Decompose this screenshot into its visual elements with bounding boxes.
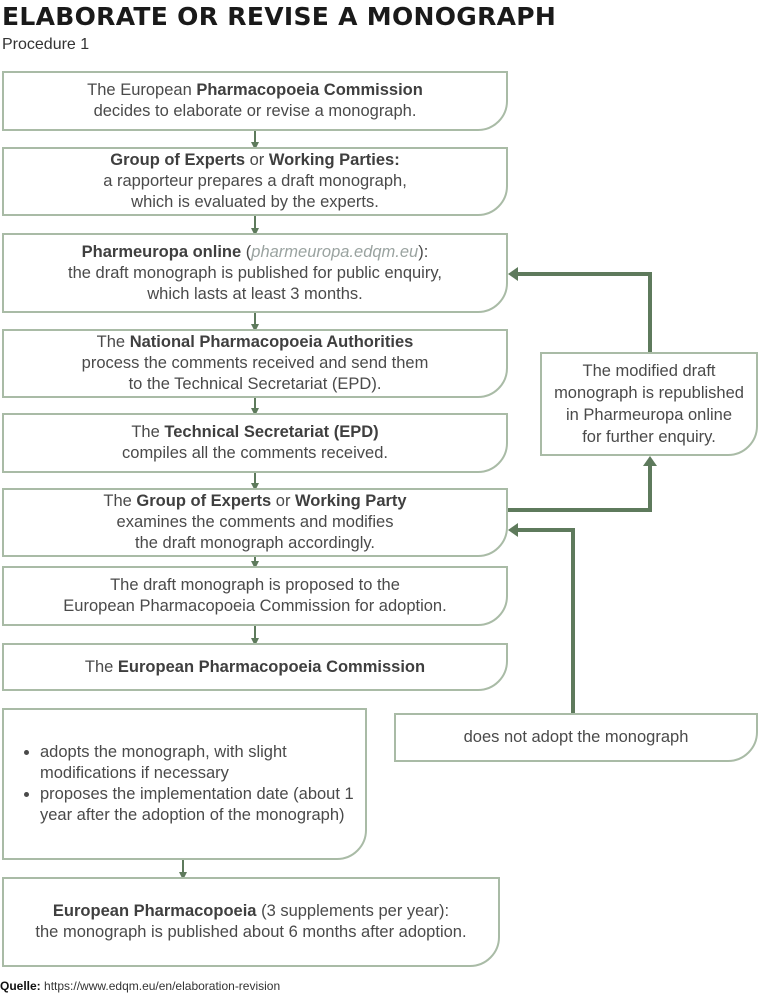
s2-bold1: Group of Experts: [110, 151, 246, 169]
s1-line2: decides to elaborate or revise a monogra…: [93, 102, 417, 120]
s5-line2: compiles all the comments received.: [122, 444, 388, 462]
s6-line2: examines the comments and modifies: [116, 513, 394, 531]
side-republished-line4: for further enquiry.: [582, 428, 716, 446]
step-experts-examine: The Group of Experts or Working Party ex…: [2, 488, 508, 557]
s7-line2: European Pharmacopoeia Commission for ad…: [63, 597, 447, 615]
s7-line1: The draft monograph is proposed to the: [110, 576, 400, 594]
adopt-bullet-2: proposes the implementation date (about …: [40, 784, 365, 826]
s5-pre: The: [131, 423, 165, 441]
step-commission-decides: The European Pharmacopoeia Commission de…: [2, 71, 508, 131]
footer-label: Quelle:: [0, 979, 41, 993]
step-proposed-for-adoption: The draft monograph is proposed to the E…: [2, 566, 508, 626]
s6-bold1: Group of Experts: [136, 492, 272, 510]
step-pharmeuropa-online: Pharmeuropa online (pharmeuropa.edqm.eu)…: [2, 233, 508, 313]
side-republished-line3: in Pharmeuropa online: [565, 406, 733, 424]
step-european-pharmacopoeia: European Pharmacopoeia (3 supplements pe…: [2, 877, 500, 967]
arrowhead-s3: [508, 267, 518, 281]
step-group-of-experts: Group of Experts or Working Parties: a r…: [2, 147, 508, 216]
s6-pre: The: [103, 492, 137, 510]
arrow-republish-to-s3: [516, 272, 652, 352]
s2-mid: or: [245, 151, 269, 169]
s8-bold: European Pharmacopoeia Commission: [117, 657, 426, 676]
s1-pre: The European: [87, 81, 197, 99]
s6-line3: the draft monograph accordingly.: [135, 534, 375, 552]
step-commission: The European Pharmacopoeia Commission: [2, 643, 508, 691]
s2-line3: which is evaluated by the experts.: [131, 193, 379, 211]
s4-line2: process the comments received and send t…: [81, 354, 429, 372]
s4-pre: The: [96, 333, 130, 351]
side-republished-line2: monograph is republished: [554, 384, 744, 402]
s3-line3: which lasts at least 3 months.: [147, 284, 363, 303]
s4-line3: to the Technical Secretariat (EPD).: [128, 375, 382, 393]
s8-pre: The: [84, 657, 118, 676]
footer-url[interactable]: https://www.edqm.eu/en/elaboration-revis…: [44, 979, 281, 993]
step-adopts: adopts the monograph, with slight modifi…: [2, 708, 367, 860]
s6-bold2: Working Party: [295, 492, 407, 510]
s2-bold2: Working Parties:: [268, 151, 400, 169]
s1-bold: Pharmacopoeia Commission: [196, 81, 423, 99]
side-republished: The modified draft monograph is republis…: [540, 352, 758, 456]
s3-bold: Pharmeuropa online: [81, 242, 242, 261]
step-national-authorities: The National Pharmacopoeia Authorities p…: [2, 329, 508, 398]
arrow-s6-to-republish: [508, 464, 652, 512]
side-republished-line1: The modified draft: [582, 362, 716, 380]
arrowhead-republish: [643, 456, 657, 466]
adopt-bullet-1: adopts the monograph, with slight modifi…: [40, 742, 365, 784]
s4-bold: National Pharmacopoeia Authorities: [129, 333, 414, 351]
source-footer: Quelle: https://www.edqm.eu/en/elaborati…: [0, 979, 280, 993]
s3-close: ):: [418, 242, 429, 261]
s10-rest: (3 supplements per year):: [256, 902, 450, 920]
s3-open: (: [241, 242, 252, 261]
s6-mid: or: [271, 492, 296, 510]
side-not-adopt-text: does not adopt the monograph: [463, 728, 689, 746]
page-subtitle: Procedure 1: [2, 36, 90, 53]
pharmeuropa-link[interactable]: pharmeuropa.edqm.eu: [251, 242, 419, 261]
arrowhead-s6: [508, 523, 518, 537]
s2-line2: a rapporteur prepares a draft monograph,: [103, 172, 407, 190]
arrow-notadopt-to-s6: [516, 528, 575, 713]
page-title: ELABORATE OR REVISE A MONOGRAPH: [2, 2, 557, 31]
s3-line2: the draft monograph is published for pub…: [68, 263, 442, 282]
s5-bold: Technical Secretariat (EPD): [164, 423, 379, 441]
step-technical-secretariat: The Technical Secretariat (EPD) compiles…: [2, 413, 508, 473]
s10-bold: European Pharmacopoeia: [52, 902, 257, 920]
s10-line2: the monograph is published about 6 month…: [35, 923, 467, 941]
side-not-adopt: does not adopt the monograph: [394, 713, 758, 762]
